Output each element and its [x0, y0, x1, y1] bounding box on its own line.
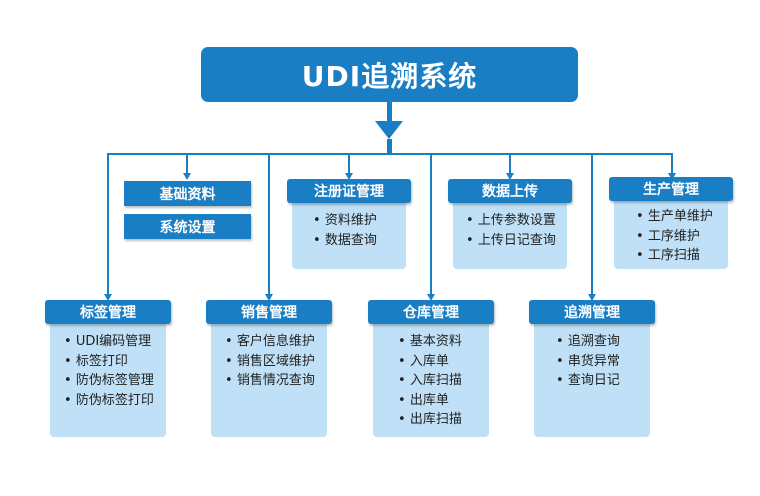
- list-item: 基本资料: [398, 332, 462, 352]
- list-item: 查询日记: [556, 371, 620, 391]
- upload-list: 上传参数设置 上传日记查询: [466, 211, 556, 250]
- warehouse-header: 仓库管理: [368, 300, 494, 324]
- list-item: 标签打印: [64, 352, 154, 372]
- list-item: 入库扫描: [398, 371, 462, 391]
- drop-sales-arrow-icon: [265, 294, 273, 301]
- label-header: 标签管理: [45, 300, 171, 324]
- list-item: 客户信息维护: [225, 332, 315, 352]
- list-item: 生产单维护: [636, 207, 713, 227]
- sales-header: 销售管理: [206, 300, 332, 324]
- registration-list: 资料维护 数据查询: [313, 211, 377, 250]
- drop-warehouse: [430, 153, 432, 296]
- label-list: UDI编码管理 标签打印 防伪标签管理 防伪标签打印: [64, 332, 154, 410]
- trace-list: 追溯查询 串货异常 查询日记: [556, 332, 620, 391]
- root-stem-lower: [387, 139, 392, 154]
- drop-label: [107, 153, 109, 296]
- production-header: 生产管理: [609, 177, 733, 201]
- list-item: 工序扫描: [636, 246, 713, 266]
- root-arrow-icon: [375, 121, 403, 139]
- drop-label-arrow-icon: [104, 294, 112, 301]
- system-title: UDI追溯系统: [201, 47, 578, 102]
- drop-basic-arrow-icon: [183, 173, 191, 180]
- list-item: 防伪标签管理: [64, 371, 154, 391]
- system-settings-box: 系统设置: [124, 214, 251, 239]
- drop-warehouse-arrow-icon: [427, 294, 435, 301]
- bus-line: [107, 153, 673, 155]
- drop-basic: [186, 153, 188, 175]
- drop-registration: [348, 153, 350, 175]
- drop-registration-arrow-icon: [345, 173, 353, 180]
- drop-upload: [509, 153, 511, 175]
- list-item: 串货异常: [556, 352, 620, 372]
- drop-sales: [268, 153, 270, 296]
- production-list: 生产单维护 工序维护 工序扫描: [636, 207, 713, 266]
- list-item: 出库单: [398, 391, 462, 411]
- root-stem: [387, 102, 392, 122]
- drop-trace: [591, 153, 593, 296]
- list-item: 销售区域维护: [225, 352, 315, 372]
- warehouse-list: 基本资料 入库单 入库扫描 出库单 出库扫描: [398, 332, 462, 430]
- list-item: 数据查询: [313, 231, 377, 251]
- list-item: 销售情况查询: [225, 371, 315, 391]
- sales-list: 客户信息维护 销售区域维护 销售情况查询: [225, 332, 315, 391]
- drop-trace-arrow-icon: [588, 294, 596, 301]
- drop-upload-arrow-icon: [506, 173, 514, 180]
- list-item: 入库单: [398, 352, 462, 372]
- list-item: 出库扫描: [398, 410, 462, 430]
- list-item: 上传日记查询: [466, 231, 556, 251]
- trace-header: 追溯管理: [529, 300, 655, 324]
- basic-data-box: 基础资料: [124, 181, 251, 206]
- list-item: UDI编码管理: [64, 332, 154, 352]
- list-item: 防伪标签打印: [64, 391, 154, 411]
- drop-production: [671, 153, 673, 175]
- upload-header: 数据上传: [448, 179, 572, 203]
- drop-production-arrow-icon: [668, 173, 676, 180]
- registration-header: 注册证管理: [287, 179, 411, 203]
- list-item: 工序维护: [636, 227, 713, 247]
- list-item: 追溯查询: [556, 332, 620, 352]
- list-item: 资料维护: [313, 211, 377, 231]
- list-item: 上传参数设置: [466, 211, 556, 231]
